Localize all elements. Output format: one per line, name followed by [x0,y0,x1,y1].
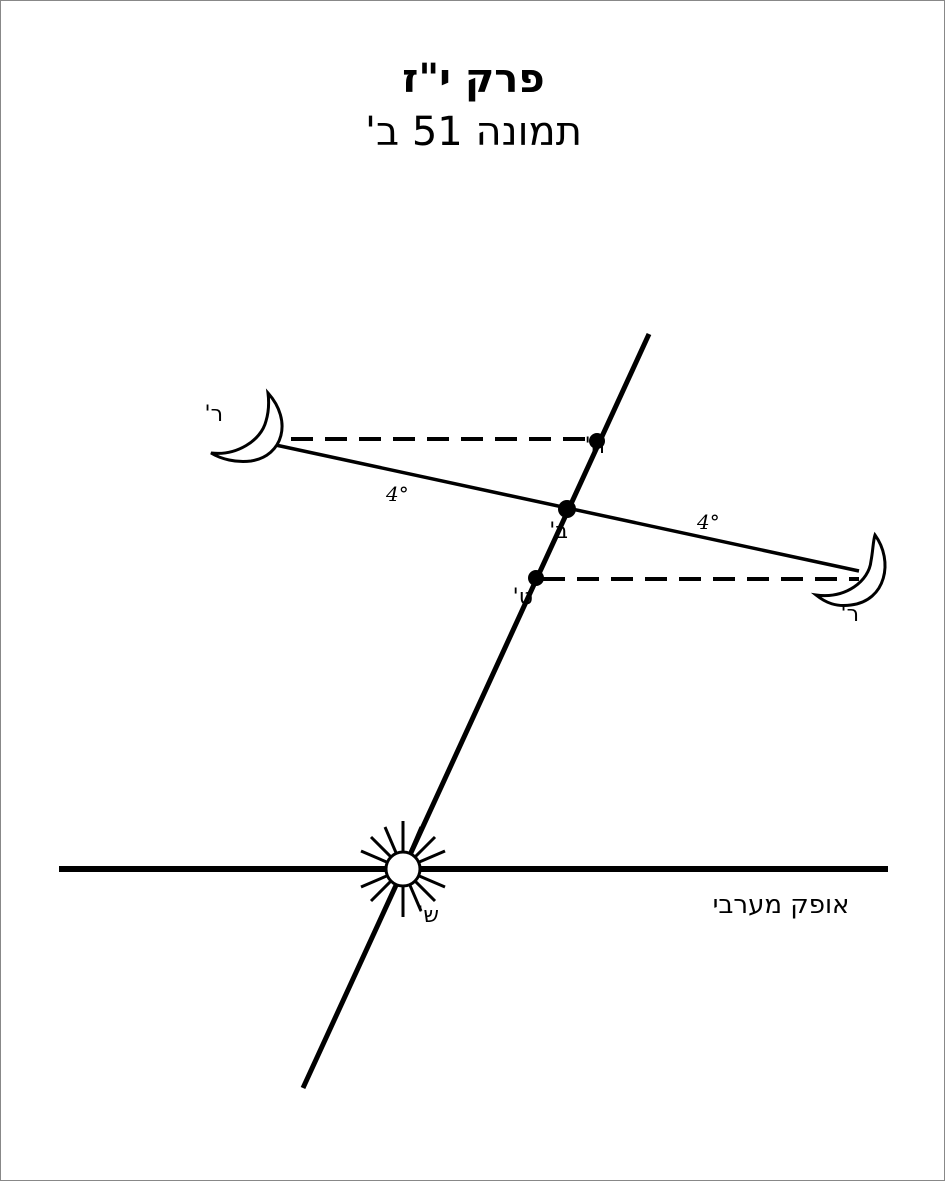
label-point-bet: ב' [549,519,568,544]
figure-caption: תמונה 51 ב' [365,109,582,155]
moon-left-icon [210,388,284,463]
label-moon-right: ר' [841,602,859,627]
label-moon-left: ר' [205,402,223,427]
point-bet [558,500,576,518]
point-het [589,433,605,449]
moon-right-icon [810,531,887,607]
sun-icon [355,821,451,917]
ecliptic-line [300,332,652,1090]
label-angle-right: 4° [696,510,720,534]
label-point-tet: ט' [513,585,533,610]
label-horizon: אופק מערבי [713,890,850,920]
chapter-title: פרק י"ז [402,56,545,102]
label-sun: ש' [417,903,439,928]
point-tet [528,570,544,586]
label-angle-left: 4° [385,482,409,506]
label-point-het: ח' [585,434,605,459]
